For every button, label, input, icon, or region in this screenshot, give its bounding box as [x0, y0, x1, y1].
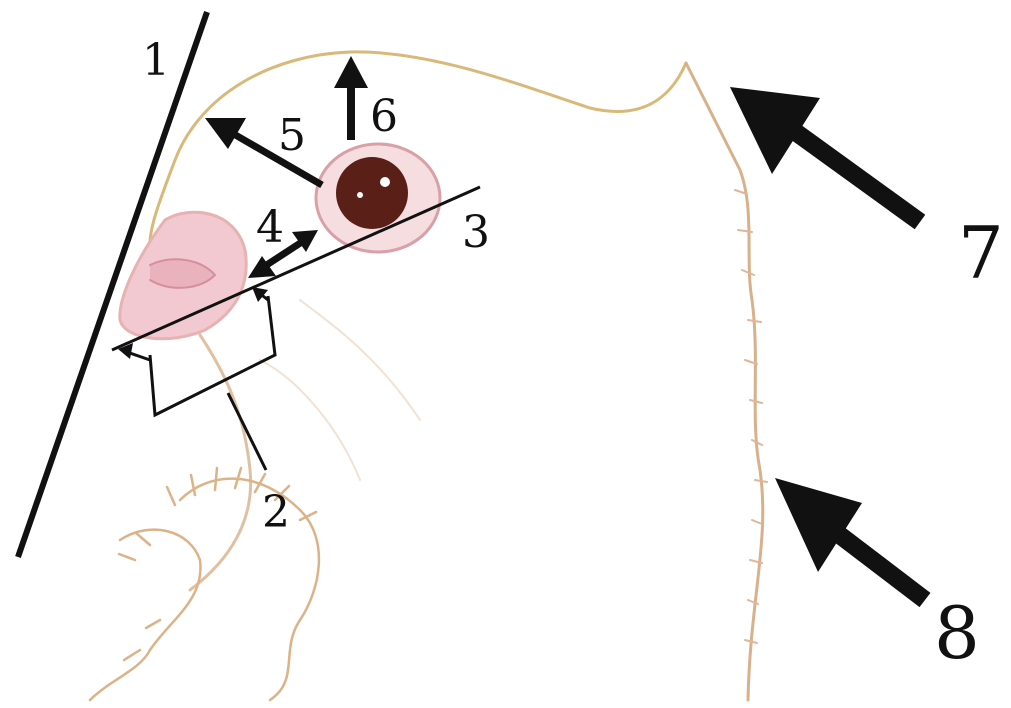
arrow-5-shaft: [232, 133, 322, 185]
label-6: 6: [370, 91, 398, 142]
cheek-lines: [260, 300, 420, 480]
label-4: 4: [256, 202, 284, 253]
eye-iris: [336, 157, 408, 229]
head-drawing: [90, 52, 767, 700]
eye-highlight: [380, 177, 390, 187]
label-1: 1: [142, 35, 170, 86]
label-7: 7: [958, 211, 1004, 295]
arrow-7-shaft: [790, 128, 920, 222]
arrow-6-head: [334, 56, 368, 88]
arrow-8-head: [775, 478, 862, 572]
neck-fur: [735, 190, 767, 643]
ear-contour: [686, 63, 763, 700]
label-2: 2: [262, 487, 290, 538]
label-5: 5: [278, 110, 306, 161]
eye: [316, 144, 440, 252]
label-8: 8: [934, 591, 980, 675]
eye-highlight-small: [357, 192, 363, 198]
labels: 1 2 3 4 5 6 7 8: [142, 35, 1004, 675]
label-3: 3: [462, 207, 490, 258]
bracket-2-leader: [228, 393, 266, 470]
